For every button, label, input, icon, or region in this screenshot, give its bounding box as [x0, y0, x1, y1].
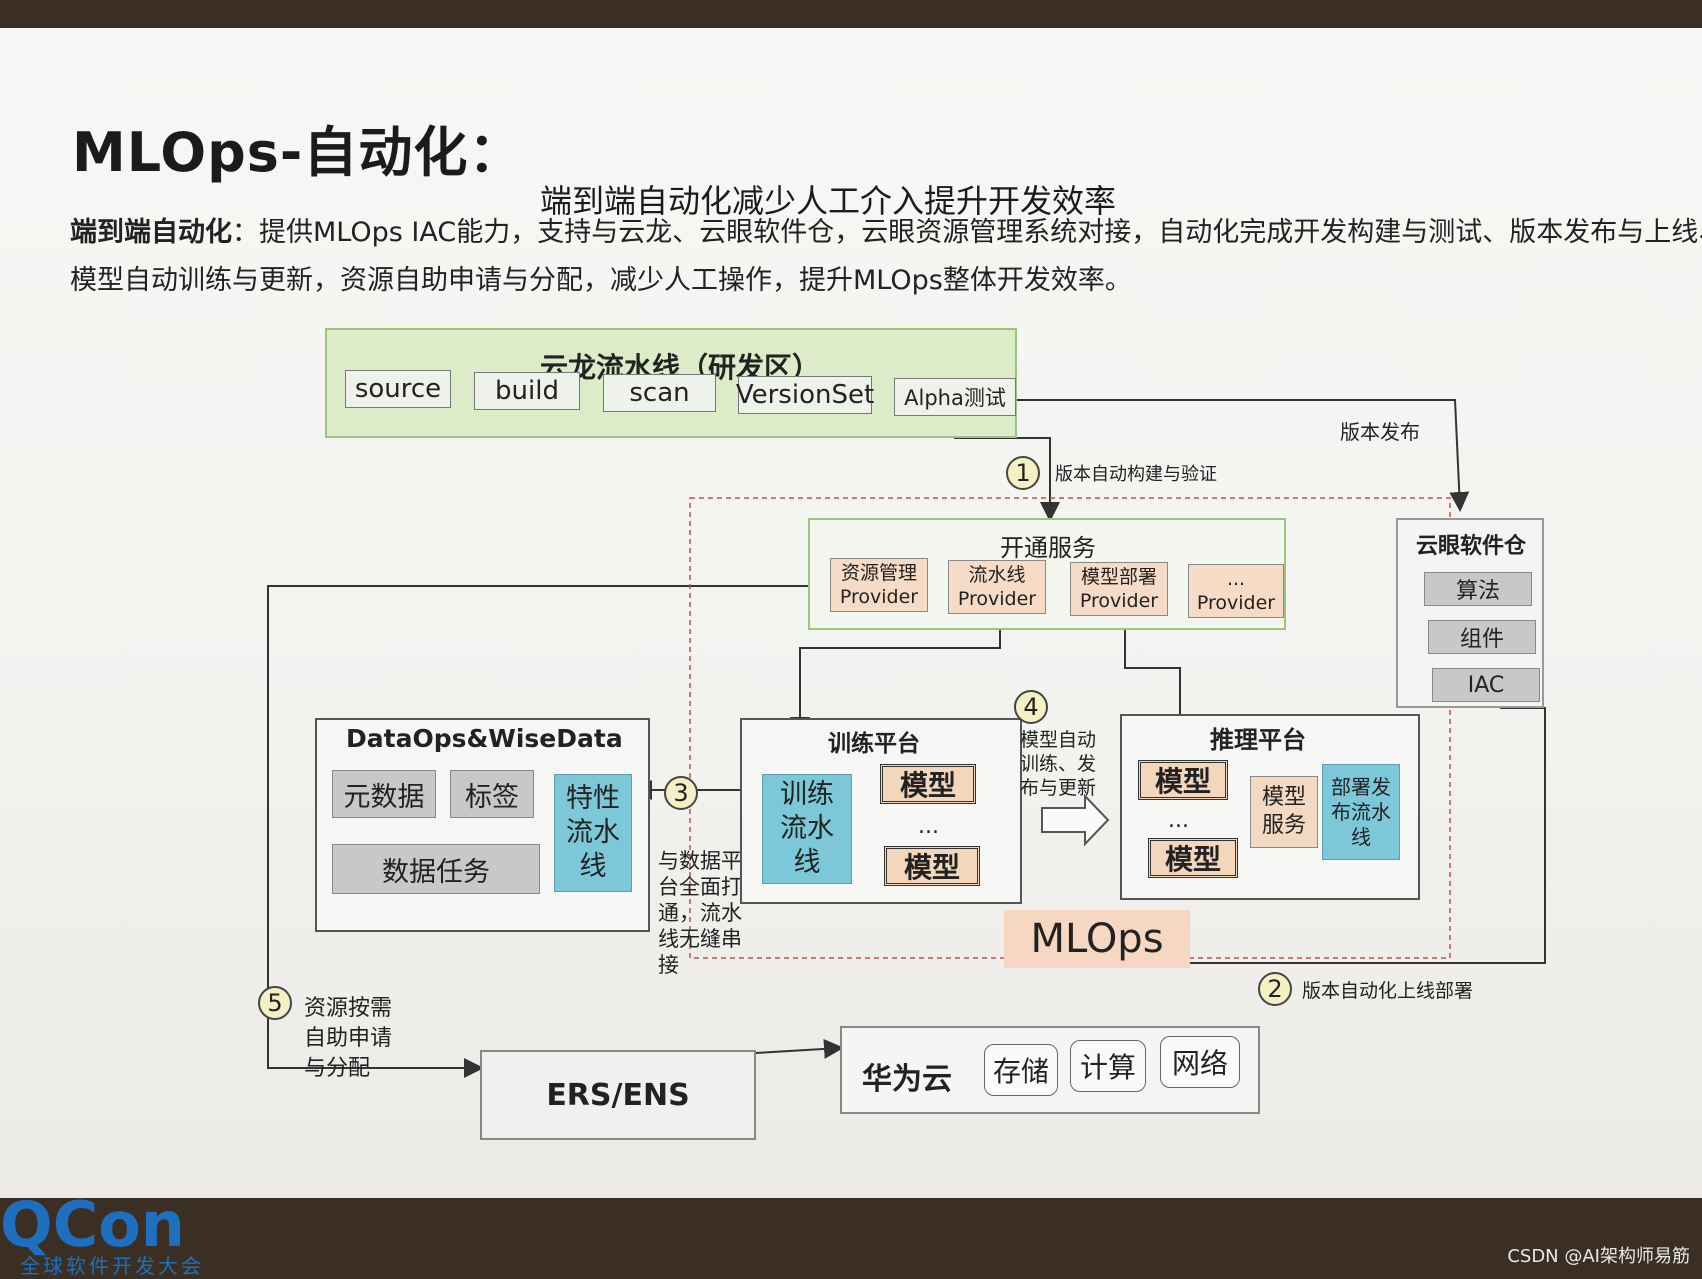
step-1-label: 版本自动构建与验证	[1055, 464, 1217, 485]
step-5-label: 资源按需自助申请与分配	[304, 996, 393, 1081]
stage-scan: scan	[603, 374, 716, 412]
training-pipeline: 训练流水线	[762, 774, 852, 884]
training-ellipsis: ...	[918, 814, 939, 839]
provider-pipeline-top: 流水线	[968, 564, 1026, 586]
repo-item-algorithm: 算法	[1424, 572, 1532, 606]
feature-pipeline: 特性流水线	[554, 774, 632, 892]
intro-line-1: 端到端自动化：提供MLOps IAC能力，支持与云龙、云眼软件仓，云眼资源管理系…	[70, 210, 1702, 249]
step-2-label: 版本自动化上线部署	[1302, 980, 1474, 1002]
step-4-label: 模型自动训练、发布与更新	[1020, 729, 1097, 799]
repo-item-component: 组件	[1428, 620, 1536, 654]
qcon-logo-sub: 全球软件开发大会	[20, 1254, 204, 1278]
mlops-label: MLOps	[1004, 910, 1190, 968]
intro-text-1: ：提供MLOps IAC能力，支持与云龙、云眼软件仓，云眼资源管理系统对接，自动…	[232, 217, 1702, 248]
cloud-name: 华为云	[862, 1062, 952, 1097]
cloud-network: 网络	[1160, 1036, 1240, 1088]
training-model-2: 模型	[884, 846, 980, 886]
stage-versionset: VersionSet	[736, 376, 874, 414]
provider-pipeline-bottom: Provider	[957, 588, 1037, 610]
intro-bold: 端到端自动化	[70, 217, 232, 248]
provider-resource-bottom: Provider	[839, 586, 919, 608]
stage-source: source	[345, 370, 451, 408]
inference-model-2: 模型	[1148, 838, 1238, 878]
model-service: 模型服务	[1250, 776, 1318, 848]
provider-other-top: ...	[1226, 568, 1246, 590]
dataops-metadata: 元数据	[332, 770, 436, 818]
version-release-label: 版本发布	[1340, 420, 1420, 444]
inference-model-1: 模型	[1138, 760, 1228, 800]
qcon-logo: QCon	[0, 1188, 185, 1261]
step-3-label: 与数据平台全面打通，流水线无缝串接	[658, 849, 742, 977]
step-2-badge: 2	[1258, 972, 1292, 1006]
provider-other-bottom: Provider	[1196, 592, 1276, 614]
dataops-tags: 标签	[450, 770, 534, 818]
service-title: 开通服务	[1000, 534, 1096, 562]
step-3-badge: 3	[664, 776, 698, 810]
watermark: CSDN @AI架构师易筋	[1507, 1246, 1690, 1267]
provider-other: ...Provider	[1188, 564, 1284, 618]
stage-alpha: Alpha测试	[894, 378, 1016, 416]
provider-resource-top: 资源管理	[840, 562, 917, 584]
page-title: MLOps-自动化：	[72, 121, 524, 184]
dataops-title: DataOps&WiseData	[346, 724, 623, 753]
inference-ellipsis: ...	[1168, 808, 1189, 833]
deploy-pipeline: 部署发布流水线	[1322, 764, 1400, 860]
provider-deploy-bottom: Provider	[1079, 590, 1159, 612]
cloud-storage: 存储	[984, 1044, 1058, 1096]
ers-ens-box: ERS/ENS	[480, 1050, 756, 1140]
repo-title: 云眼软件仓	[1416, 534, 1527, 559]
training-title: 训练平台	[828, 731, 920, 757]
step-1-badge: 1	[1006, 456, 1040, 490]
training-model-1: 模型	[880, 764, 976, 804]
step-5-badge: 5	[258, 986, 292, 1020]
slide: MLOps-自动化： 端到端自动化减少人工介入提升开发效率 端到端自动化：提供M…	[0, 28, 1702, 1198]
cloud-compute: 计算	[1070, 1040, 1146, 1092]
stage-build: build	[474, 372, 580, 410]
page-subtitle: 端到端自动化减少人工介入提升开发效率	[540, 182, 1117, 220]
provider-deploy-top: 模型部署	[1080, 566, 1157, 588]
inference-title: 推理平台	[1210, 726, 1306, 754]
repo-item-iac: IAC	[1432, 668, 1540, 702]
dataops-tasks: 数据任务	[332, 844, 540, 894]
intro-line-2: 模型自动训练与更新，资源自助申请与分配，减少人工操作，提升MLOps整体开发效率…	[70, 265, 1132, 296]
step-4-badge: 4	[1014, 690, 1048, 724]
